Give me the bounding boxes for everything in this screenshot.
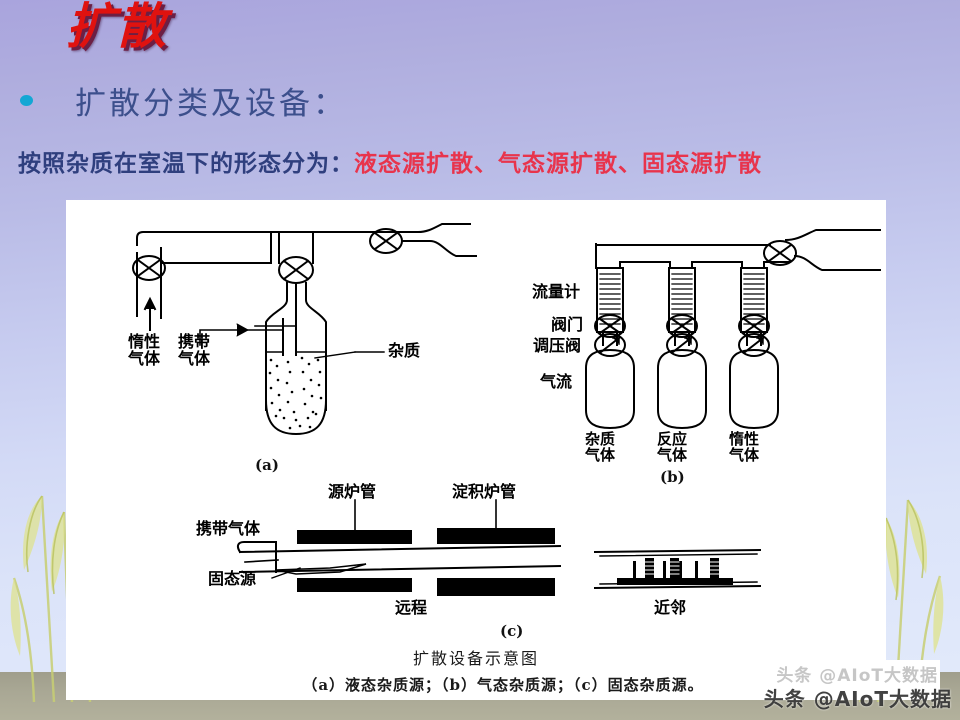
label-gasflow-b: 气流 xyxy=(540,372,573,391)
bullet-heading-row: 扩散分类及设备： xyxy=(20,78,347,123)
label-valve-b: 阀门 xyxy=(551,315,584,334)
label-flowmeter-b: 流量计 xyxy=(532,282,581,301)
label-solid-source-c: 固态源 xyxy=(208,569,257,588)
bullet-heading-text: 扩散分类及设备： xyxy=(75,86,347,122)
caption-b: (b) xyxy=(660,468,685,486)
watermark-ghost: 头条 @AIoT大数据 xyxy=(776,666,938,686)
label-carrier-gas-c: 携带气体 xyxy=(196,519,261,538)
label-inert-gas-a: 惰性 气体 xyxy=(128,332,161,368)
label-cylinder-1-b: 杂质 气体 xyxy=(585,430,616,464)
label-remote-c: 远程 xyxy=(395,598,428,617)
subheading-prefix: 按照杂质在室温下的形态分为： xyxy=(18,151,354,177)
caption-c: (c) xyxy=(500,622,524,640)
watermark: 头条 @AIoT大数据 xyxy=(763,687,952,711)
subheading-line: 按照杂质在室温下的形态分为：液态源扩散、气态源扩散、固态源扩散 xyxy=(18,144,762,178)
label-source-tube-c: 源炉管 xyxy=(328,482,377,501)
label-impurity-a: 杂质 xyxy=(388,341,421,360)
figure-panel-footer xyxy=(66,660,940,700)
label-near-c: 近邻 xyxy=(654,598,687,617)
figure-caption-detail: （a）液态杂质源；（b）气态杂质源；（c）固态杂质源。 xyxy=(302,676,704,694)
bullet-dot-icon xyxy=(20,95,33,106)
label-carrier-gas-a: 携带 气体 xyxy=(178,332,211,368)
label-deposition-tube-c: 淀积炉管 xyxy=(452,482,517,501)
label-cylinder-2-b: 反应 气体 xyxy=(657,430,688,464)
slide-title: 扩散 xyxy=(66,0,169,55)
label-cylinder-3-b: 惰性 气体 xyxy=(729,430,760,464)
figure-panel xyxy=(66,200,886,700)
subheading-highlight: 液态源扩散、气态源扩散、固态源扩散 xyxy=(354,151,762,177)
caption-a: (a) xyxy=(255,456,279,474)
label-regulator-b: 调压阀 xyxy=(533,336,582,355)
figure-caption-title: 扩散设备示意图 xyxy=(412,649,539,668)
